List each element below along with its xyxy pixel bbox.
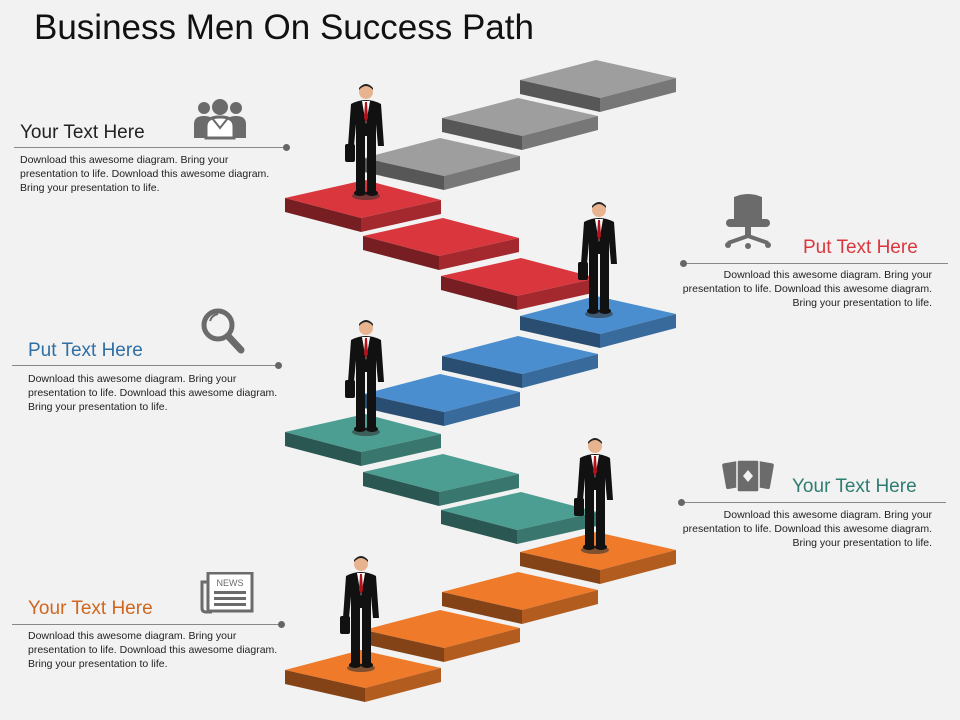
block-4-divider <box>684 502 946 503</box>
gray-step-3-top <box>520 60 676 98</box>
teal-step-2-front <box>439 474 519 506</box>
blue-step-2-front <box>522 354 598 388</box>
teal-step-1-side <box>285 432 361 466</box>
block-2-body: Download this awesome diagram. Bring you… <box>682 269 932 309</box>
gray-step-2-side <box>442 118 522 150</box>
block-3-connector-dot <box>275 362 282 369</box>
block-1-divider <box>14 147 286 148</box>
gray-step-2-top <box>442 98 598 136</box>
orange-step-4-side <box>520 552 600 584</box>
playing-cards-icon <box>722 459 774 493</box>
orange-step-1-front <box>365 668 441 702</box>
red-step-2-top <box>363 218 519 256</box>
blue-step-2-top <box>442 336 598 374</box>
block-2-divider <box>684 263 948 264</box>
orange-step-3-top <box>442 572 598 610</box>
orange-step-2-front <box>444 628 520 662</box>
block-5-heading: Your Text Here <box>28 598 153 619</box>
block-4-heading: Your Text Here <box>792 476 917 497</box>
office-chair-icon <box>725 194 771 249</box>
block-3-body: Download this awesome diagram. Bring you… <box>28 373 278 413</box>
block-1-body: Download this awesome diagram. Bring you… <box>20 154 270 194</box>
block-5-connector-dot <box>278 621 285 628</box>
red-step-2-side <box>363 236 439 270</box>
orange-step-3-side <box>442 592 522 624</box>
page-title: Business Men On Success Path <box>34 8 534 47</box>
block-5-body: Download this awesome diagram. Bring you… <box>28 630 278 670</box>
orange-step-4-front <box>600 550 676 584</box>
teal-step-2-top <box>363 454 519 492</box>
orange-step-3-front <box>522 590 598 624</box>
blue-step-1-side <box>364 394 444 426</box>
block-4-connector-dot <box>678 499 685 506</box>
gray-step-1-side <box>364 158 444 190</box>
blue-step-3-front <box>600 314 676 348</box>
blue-step-3-side <box>520 316 600 348</box>
block-2-connector-dot <box>680 260 687 267</box>
red-step-1-side <box>285 198 361 232</box>
teal-step-1-front <box>361 434 441 466</box>
red-step-3-front <box>517 278 597 310</box>
red-step-2-front <box>439 238 519 270</box>
businessman-figure-3 <box>345 320 384 436</box>
businessman-figure-5 <box>340 556 379 672</box>
red-step-1-front <box>361 200 441 232</box>
businessman-figure-1 <box>345 84 384 200</box>
block-3-divider <box>12 365 278 366</box>
blue-step-2-side <box>442 356 522 388</box>
block-4-body: Download this awesome diagram. Bring you… <box>682 509 932 549</box>
businessman-figure-4 <box>574 438 613 554</box>
news-icon-label: NEWS <box>217 578 244 588</box>
magnifier-icon <box>201 308 245 354</box>
red-step-3-side <box>441 276 517 310</box>
orange-step-2-side <box>364 630 444 662</box>
teal-step-3-front <box>517 512 597 544</box>
block-2-heading: Put Text Here <box>803 237 918 258</box>
orange-step-1-side <box>285 670 365 702</box>
gray-step-1-front <box>444 156 520 190</box>
block-3-heading: Put Text Here <box>28 340 143 361</box>
blue-step-1-front <box>444 392 520 426</box>
red-step-3-top <box>441 258 597 296</box>
gray-step-2-front <box>522 116 598 150</box>
blue-step-1-top <box>364 374 520 412</box>
block-1-heading: Your Text Here <box>20 122 145 143</box>
teal-step-3-side <box>441 510 517 544</box>
gray-step-1-top <box>364 138 520 176</box>
orange-step-2-top <box>364 610 520 648</box>
block-1-connector-dot <box>283 144 290 151</box>
newspaper-icon: NEWS <box>200 572 254 614</box>
teal-step-2-side <box>363 472 439 506</box>
users-group-icon <box>194 99 246 140</box>
businessman-figure-2 <box>578 202 617 318</box>
block-5-divider <box>12 624 280 625</box>
gray-step-3-side <box>520 80 600 112</box>
gray-step-3-front <box>600 78 676 112</box>
teal-step-3-top <box>441 492 597 530</box>
